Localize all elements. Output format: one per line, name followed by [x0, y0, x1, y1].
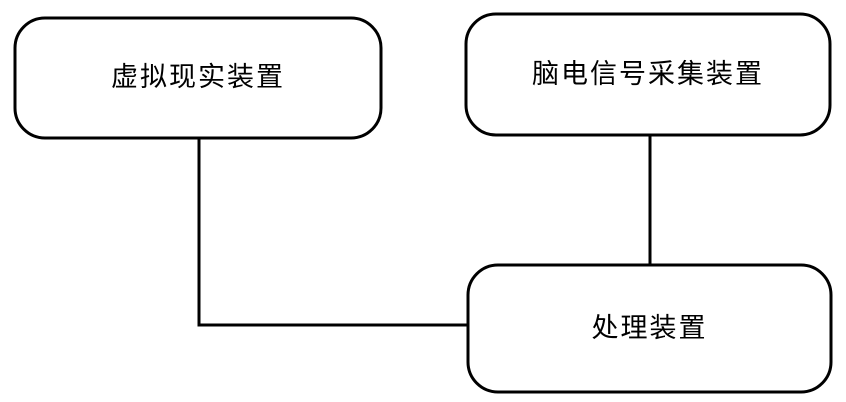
node-label-vr-device: 虚拟现实装置 — [111, 62, 285, 94]
node-processing-device[interactable] — [466, 263, 833, 394]
node-label-processing-device: 处理装置 — [591, 312, 708, 344]
node-eeg-device[interactable] — [464, 12, 832, 137]
node-label-eeg-device: 脑电信号采集装置 — [532, 58, 764, 90]
node-vr-device[interactable] — [13, 16, 383, 140]
connector-vr-to-processing — [197, 138, 468, 327]
